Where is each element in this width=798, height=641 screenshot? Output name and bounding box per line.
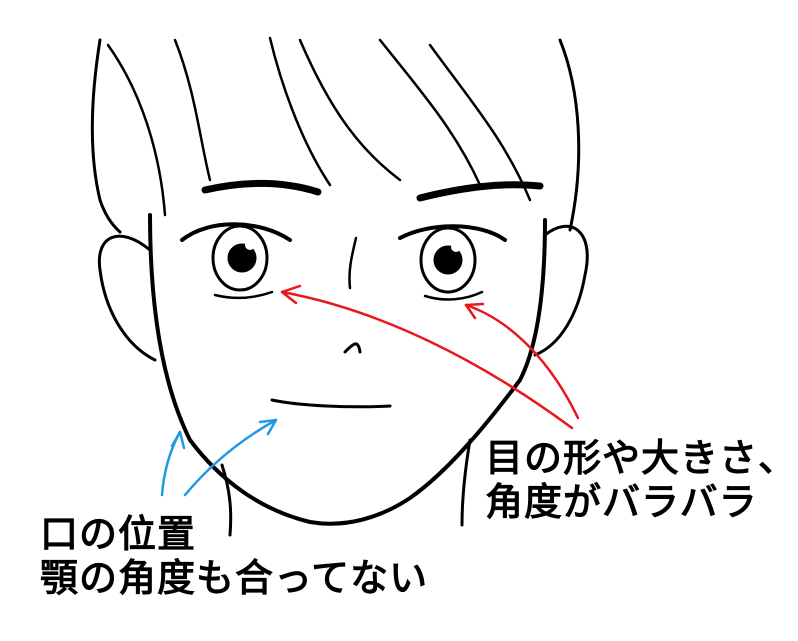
mouth-note-line2: 顎の角度も合ってない <box>40 556 429 600</box>
blue-arrow-jaw <box>160 430 182 497</box>
eyelid-left <box>180 222 292 242</box>
nose-line <box>348 236 358 290</box>
neck-left <box>220 463 233 537</box>
red-arrow-left-eye <box>280 290 574 430</box>
iris-left <box>227 243 257 273</box>
eyelid-right <box>398 224 507 242</box>
red-arrow-right-eye <box>464 303 580 420</box>
eyes-note-line2: 角度がバラバラ <box>485 480 758 524</box>
eyes-note: 目の形や大きさ、 角度がバラバラ <box>485 436 797 524</box>
mouth-note-line1: 口の位置 <box>40 512 197 556</box>
red-arrows <box>280 284 580 430</box>
blue-arrow-mouth <box>183 418 278 497</box>
hair-strand <box>106 43 167 217</box>
hair-strand <box>268 36 332 187</box>
eyes-note-line1: 目の形や大きさ、 <box>485 436 798 480</box>
hair-strand <box>378 38 482 187</box>
hair-strand <box>298 38 402 182</box>
mouth-note: 口の位置 顎の角度も合ってない <box>40 512 428 600</box>
hair-outline-right <box>558 38 581 232</box>
mouth <box>270 398 392 409</box>
eye-left <box>211 224 269 292</box>
eyebrow-left <box>201 180 322 196</box>
eyebrow-right <box>416 181 544 202</box>
nostril <box>343 342 362 354</box>
blue-arrows <box>160 418 278 497</box>
face-contour <box>148 213 547 526</box>
ear-right <box>533 224 589 357</box>
eye-right <box>419 226 477 294</box>
ear-left <box>97 234 157 362</box>
iris-right <box>433 245 463 275</box>
neck-right <box>460 438 472 527</box>
hair-outline-left <box>90 38 122 234</box>
hair-strand <box>173 38 212 182</box>
hair-strand <box>428 43 532 202</box>
